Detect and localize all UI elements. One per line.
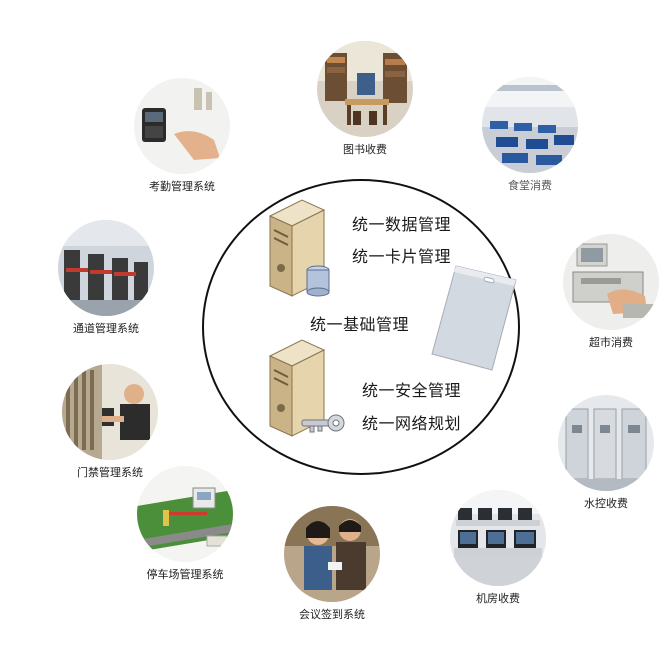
computer-room-photo <box>450 490 546 586</box>
server-key-icon <box>268 339 345 437</box>
attendance-photo <box>134 78 230 174</box>
node-water: 水控收费 <box>558 395 654 510</box>
canteen-label: 食堂消费 <box>508 179 552 192</box>
passage-photo <box>58 220 154 316</box>
parking-label: 停车场管理系统 <box>146 568 224 581</box>
node-access: 门禁管理系统 <box>62 364 158 479</box>
parking-photo <box>137 466 233 562</box>
center-line-security: 统一安全管理 <box>362 381 462 400</box>
canteen-photo <box>482 77 578 173</box>
supermarket-label: 超市消费 <box>589 336 633 349</box>
center-line-data: 统一数据管理 <box>352 215 452 234</box>
computer-room-label: 机房收费 <box>476 592 520 605</box>
access-card-icon <box>431 265 517 371</box>
water-photo <box>558 395 654 491</box>
access-photo <box>62 364 158 460</box>
water-label: 水控收费 <box>584 497 628 510</box>
center-line-base: 统一基础管理 <box>310 315 410 334</box>
node-parking: 停车场管理系统 <box>137 466 233 581</box>
center-line-network: 统一网络规划 <box>362 414 462 433</box>
server-database-icon <box>268 199 330 297</box>
meeting-photo <box>284 506 380 602</box>
node-passage: 通道管理系统 <box>58 220 154 335</box>
attendance-label: 考勤管理系统 <box>149 180 215 193</box>
node-computer-room: 机房收费 <box>450 490 546 605</box>
node-attendance: 考勤管理系统 <box>134 78 230 193</box>
library-label: 图书收费 <box>343 143 387 156</box>
center-line-card: 统一卡片管理 <box>352 247 452 266</box>
supermarket-photo <box>563 234 659 330</box>
node-supermarket: 超市消费 <box>563 234 659 349</box>
access-label: 门禁管理系统 <box>77 466 143 479</box>
node-canteen: 食堂消费 <box>482 77 578 192</box>
central-ring <box>202 179 520 475</box>
node-library: 图书收费 <box>317 41 413 156</box>
node-meeting: 会议签到系统 <box>284 506 380 621</box>
meeting-label: 会议签到系统 <box>299 608 365 621</box>
passage-label: 通道管理系统 <box>73 322 139 335</box>
library-photo <box>317 41 413 137</box>
